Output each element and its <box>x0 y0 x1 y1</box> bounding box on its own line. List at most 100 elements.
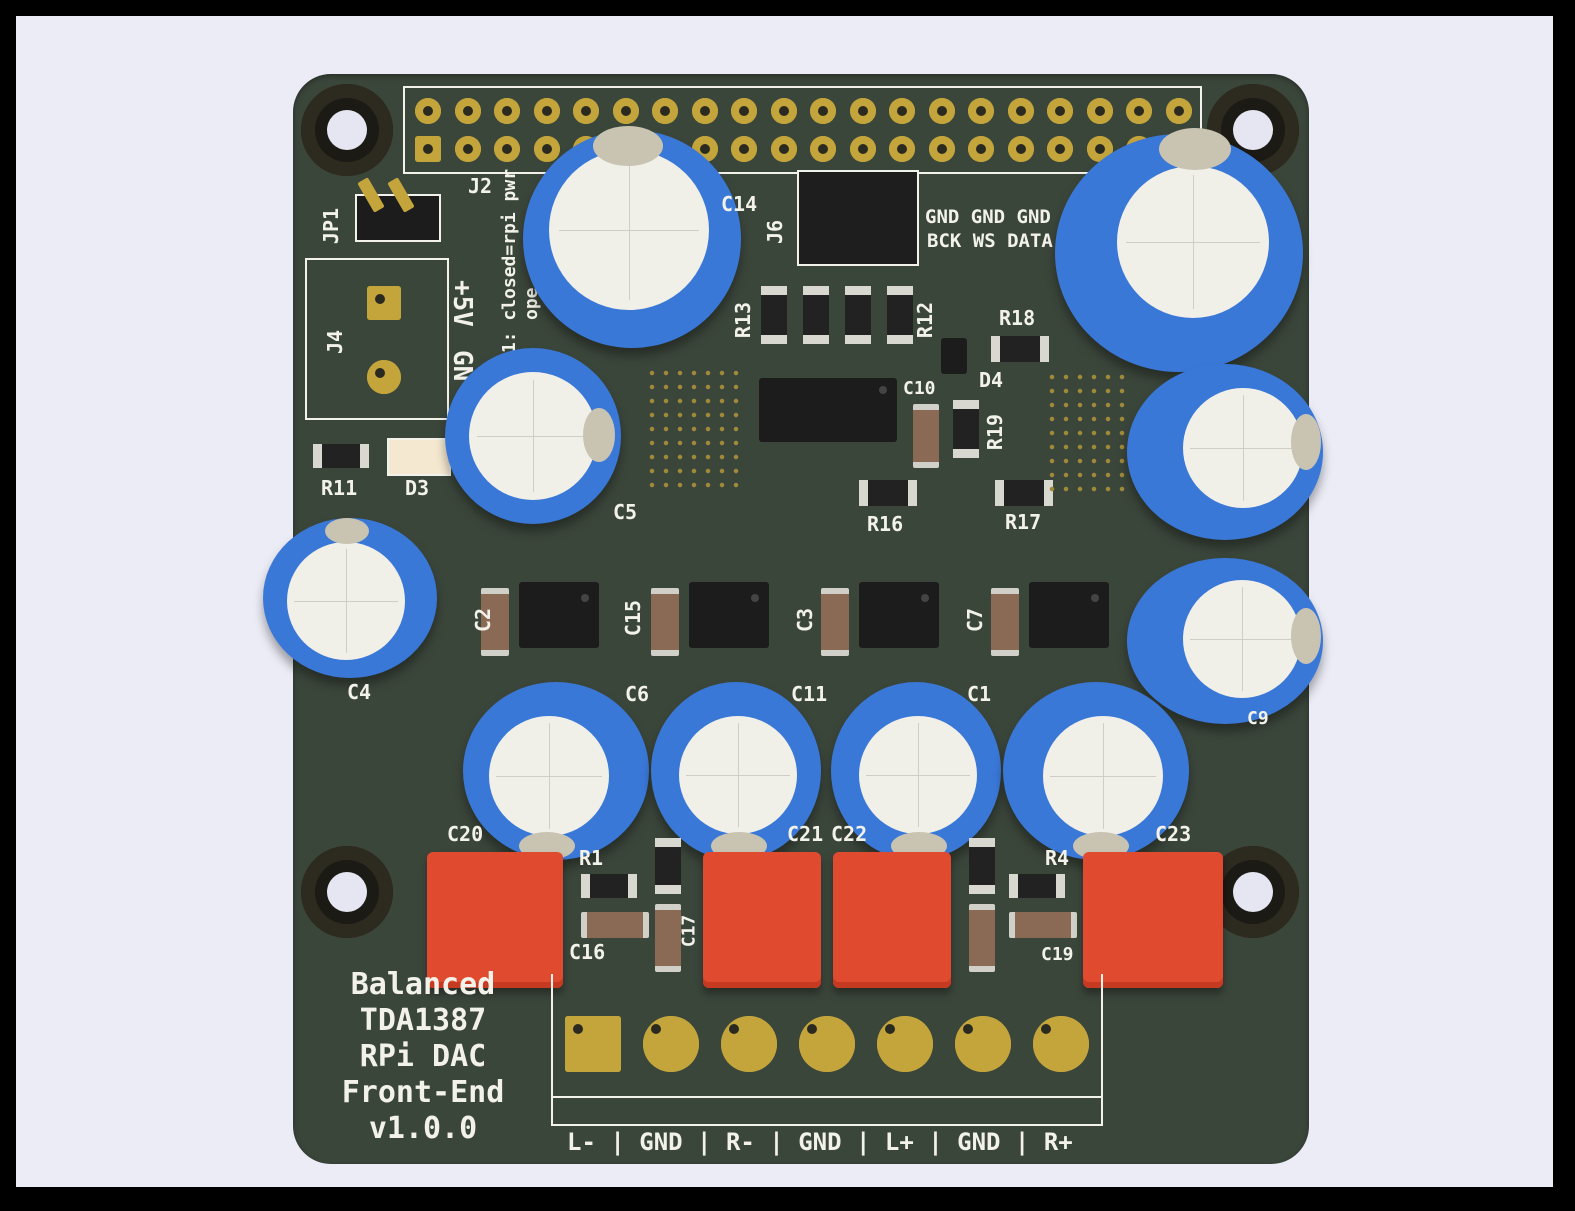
gpio-pin <box>533 136 560 162</box>
gpio-pin <box>415 98 441 124</box>
electrolytic-capacitor-right-lower <box>1003 682 1189 860</box>
pin1-marker <box>1091 594 1099 602</box>
refdes-r17: R17 <box>1005 510 1042 534</box>
refdes-c6: C6 <box>625 682 650 706</box>
film-capacitor-c21 <box>703 852 821 988</box>
capacitor-top <box>859 716 977 834</box>
gpio-pin <box>770 98 797 124</box>
resistor <box>655 838 681 894</box>
refdes-c21: C21 <box>787 822 824 846</box>
diode-d4 <box>941 338 967 374</box>
capacitor-c17 <box>655 904 681 972</box>
resistor-r11 <box>313 444 369 468</box>
resistor <box>1009 874 1065 898</box>
output-pin-1 <box>565 1016 621 1072</box>
refdes-r11: R11 <box>321 476 358 500</box>
gpio-pin <box>770 136 797 162</box>
gpio-pin <box>1007 136 1034 162</box>
refdes-c14: C14 <box>721 192 758 216</box>
opamp-2 <box>689 582 769 648</box>
polarity-stripe <box>1291 608 1321 664</box>
led-d3 <box>387 438 451 476</box>
gpio-pin <box>494 98 520 124</box>
gpio-pin <box>494 136 520 162</box>
refdes-c22: C22 <box>831 822 868 846</box>
pin1-marker <box>879 386 887 394</box>
gpio-pin <box>731 98 757 124</box>
refdes-d3: D3 <box>405 476 430 500</box>
film-capacitor-c22 <box>833 852 951 988</box>
polarity-stripe <box>593 126 663 166</box>
gpio-pin <box>612 98 639 124</box>
capacitor-top <box>469 372 597 500</box>
refdes-j2: J2 <box>468 174 493 198</box>
electrolytic-capacitor-c9 <box>1127 558 1323 724</box>
capacitor-c15 <box>651 588 679 656</box>
title-line-2: TDA1387 <box>359 1003 487 1038</box>
title-line-3: RPi DAC <box>359 1039 487 1074</box>
gpio-pin <box>1047 136 1073 162</box>
refdes-jp1: JP1 <box>319 207 344 245</box>
capacitor-c7 <box>991 588 1019 656</box>
refdes-c20: C20 <box>447 822 484 846</box>
j6-top-label: GND GND GND <box>925 206 1051 228</box>
mounting-hole-bottom-left <box>301 846 393 938</box>
power-terminal-pin-1 <box>367 286 401 320</box>
gpio-pin <box>810 98 836 124</box>
mounting-hole-top-left <box>301 84 393 176</box>
output-pin-6 <box>955 1016 1011 1072</box>
refdes-c4: C4 <box>347 680 372 704</box>
gpio-pin <box>1007 98 1034 124</box>
resistor <box>969 838 995 894</box>
title-line-1: Balanced <box>350 967 496 1002</box>
electrolytic-capacitor-c6 <box>463 682 649 860</box>
refdes-c23: C23 <box>1155 822 1192 846</box>
capacitor-top <box>287 542 405 660</box>
capacitor-top <box>489 716 609 836</box>
output-pin-3 <box>721 1016 777 1072</box>
refdes-c16: C16 <box>569 940 606 964</box>
capacitor-c19 <box>1009 912 1077 938</box>
capacitor-c3 <box>821 588 849 656</box>
gpio-pin <box>1165 98 1192 124</box>
header-j6 <box>797 170 919 266</box>
resistor-r13 <box>761 286 787 344</box>
refdes-c1: C1 <box>967 682 992 706</box>
gpio-pin <box>928 98 955 124</box>
ic-dac-tda1387 <box>759 378 897 442</box>
gpio-pin <box>652 98 678 124</box>
opamp-3 <box>859 582 939 648</box>
output-pin-5 <box>877 1016 933 1072</box>
j6-bottom-label: BCK WS DATA <box>927 230 1053 252</box>
electrolytic-capacitor-c1 <box>831 682 1001 860</box>
polarity-stripe <box>325 518 369 544</box>
polarity-stripe <box>583 408 615 462</box>
capacitor-top <box>549 150 709 310</box>
refdes-r4: R4 <box>1045 846 1070 870</box>
electrolytic-capacitor-c5 <box>445 348 621 524</box>
gpio-pin <box>454 98 481 124</box>
electrolytic-capacitor-c11 <box>651 682 821 860</box>
resistor <box>845 286 871 344</box>
refdes-c15: C15 <box>621 599 646 637</box>
refdes-c19: C19 <box>1041 944 1074 965</box>
resistor <box>803 286 829 344</box>
resistor-r19 <box>953 400 979 458</box>
film-capacitor-c23 <box>1083 852 1223 988</box>
capacitor-c2 <box>481 588 509 656</box>
gpio-pin <box>415 136 441 162</box>
board-title: Balanced TDA1387 RPi DAC Front-End v1.0.… <box>323 970 523 1144</box>
refdes-d4: D4 <box>979 368 1004 392</box>
via-field <box>645 366 741 496</box>
jp1-note-line1: P1: closed=rpi pwr <box>499 168 520 364</box>
refdes-c9: C9 <box>1247 708 1269 729</box>
electrolytic-capacitor-top-right <box>1055 128 1303 372</box>
gpio-pin <box>889 98 915 124</box>
refdes-c11: C11 <box>791 682 828 706</box>
capacitor-c16 <box>581 912 649 938</box>
refdes-c2: C2 <box>471 607 496 633</box>
gpio-pin <box>849 136 876 162</box>
via-field <box>1045 370 1131 494</box>
resistor-r16 <box>859 480 917 506</box>
title-line-4: Front-End <box>341 1075 505 1110</box>
